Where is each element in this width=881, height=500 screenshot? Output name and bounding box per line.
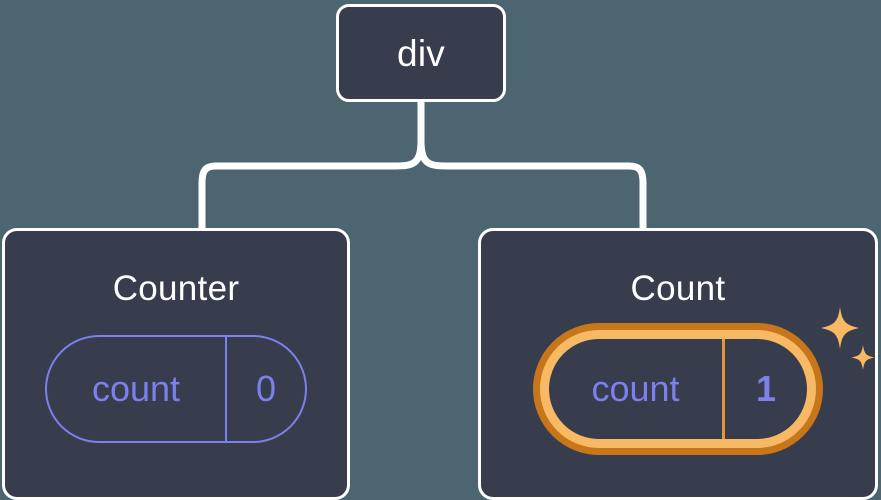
node-component-counter[interactable]: Counter count 0 <box>2 228 350 500</box>
state-value-counter: 0 <box>255 368 277 409</box>
highlight-ring-inner <box>540 330 816 448</box>
state-pill-counter[interactable]: count 0 <box>45 335 307 443</box>
node-root-div[interactable]: div <box>336 4 506 102</box>
node-counter-label: Counter <box>112 269 240 308</box>
state-key-count: count <box>549 339 725 439</box>
sparkle-large-icon <box>821 307 859 349</box>
node-count-label: Count <box>630 269 726 308</box>
connector-branch-left <box>198 140 425 231</box>
connector-branch-right <box>417 140 647 231</box>
state-pill-count-highlighted[interactable]: count 1 <box>533 307 875 455</box>
sparkle-small-icon <box>851 345 875 370</box>
sparkles-group <box>821 307 875 370</box>
highlight-ring-outer <box>533 323 823 455</box>
node-component-count[interactable]: Count count 1 <box>478 228 878 500</box>
node-root-label: div <box>397 32 445 74</box>
state-key-counter: count <box>47 337 227 441</box>
state-value-count: 1 <box>755 368 777 409</box>
